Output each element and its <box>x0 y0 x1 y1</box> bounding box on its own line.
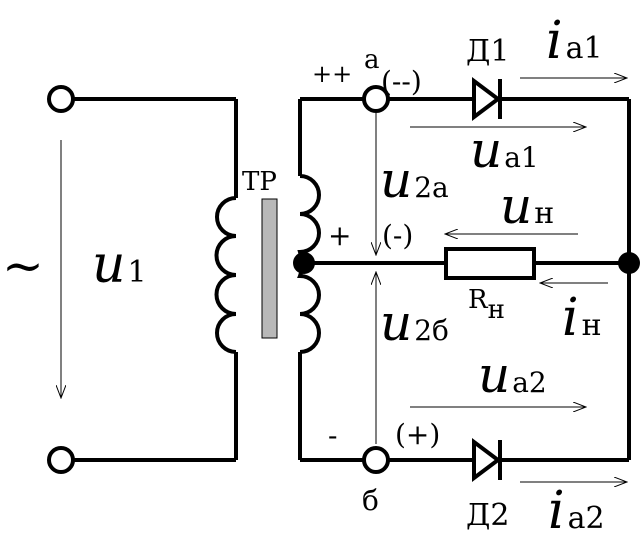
load-resistor <box>444 247 536 280</box>
rn-label: Rн <box>468 285 505 325</box>
node-a-label: a <box>364 45 380 75</box>
transformer-core <box>261 198 278 339</box>
ua2-label: ua2 <box>478 346 547 404</box>
d1-label: Д1 <box>466 34 509 69</box>
bottom-minus-label: - <box>328 419 337 452</box>
ac-source-symbol: ~ <box>2 237 44 295</box>
un-label: uн <box>500 177 554 235</box>
diode-d2 <box>472 438 502 482</box>
node-b-terminal <box>362 446 390 474</box>
secondary-wires <box>298 97 631 462</box>
secondary-winding-lower <box>297 261 321 354</box>
ua1-label: ua1 <box>470 121 539 179</box>
u2b-label: u2б <box>380 294 449 352</box>
center-tap-junction <box>293 252 315 274</box>
input-terminal-top <box>47 85 75 113</box>
u1-label: u1 <box>92 235 147 295</box>
load-junction <box>618 252 640 274</box>
input-terminal-bottom <box>47 446 75 474</box>
node-b-label: б <box>362 484 379 517</box>
center-plus-label: + <box>328 219 351 252</box>
plus-paren-label: (+) <box>395 418 440 451</box>
primary-winding <box>214 196 237 354</box>
u2a-label: u2a <box>380 151 449 209</box>
primary-wires <box>73 97 238 462</box>
double-plus-label: ++ <box>312 60 352 88</box>
diode-d1 <box>472 77 502 121</box>
double-minus-label: (--) <box>381 65 422 98</box>
d2-label: Д2 <box>466 498 509 533</box>
transformer-label: TP <box>242 167 277 197</box>
secondary-winding-upper <box>297 174 321 263</box>
node-a-terminal <box>362 85 390 113</box>
center-minus-paren-label: (-) <box>382 219 413 252</box>
